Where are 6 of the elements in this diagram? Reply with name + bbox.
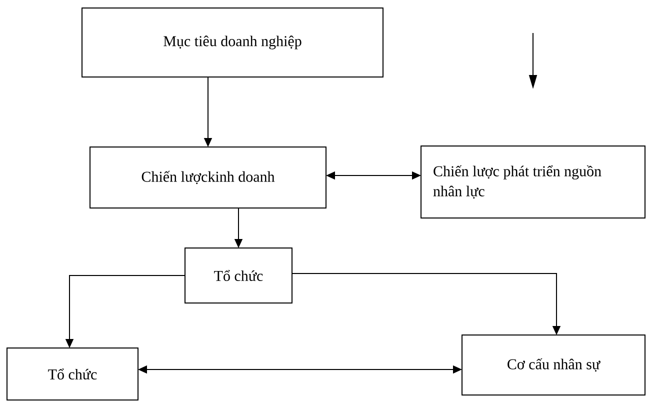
process-box: Chiến lược phát triển nguồn nhân lực	[420, 146, 646, 218]
process-box: Tổ chức	[6, 348, 138, 400]
process-box: Mục tiêu doanh nghiệp	[82, 8, 384, 78]
process-box: Chiến lượckinh doanh	[90, 146, 326, 208]
process-box: Tổ chức	[184, 248, 292, 304]
process-box: Cơ cấu nhân sự	[462, 334, 646, 396]
